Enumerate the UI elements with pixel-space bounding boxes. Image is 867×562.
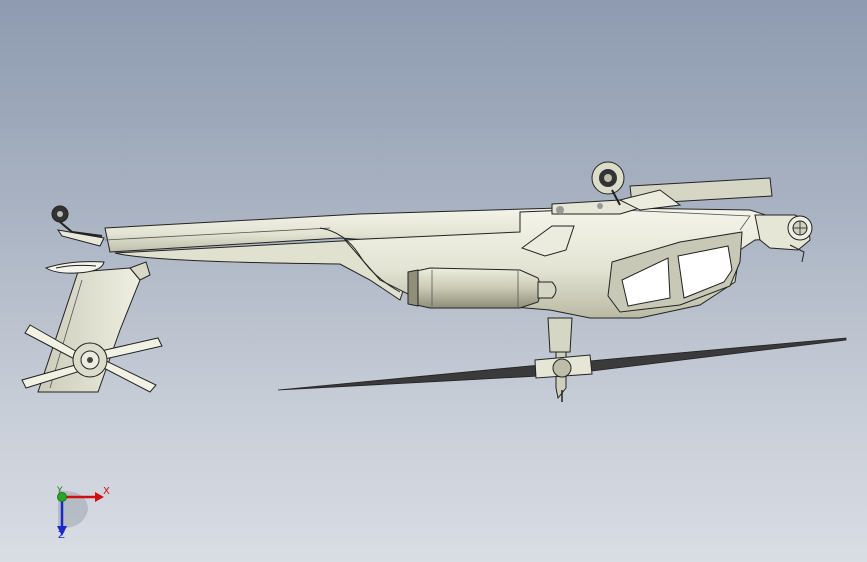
triad-y-label: Y <box>57 486 63 496</box>
engine-nacelle[interactable] <box>407 267 557 309</box>
nose-sensor[interactable] <box>754 214 813 263</box>
horizontal-stabilizer[interactable] <box>44 261 105 274</box>
tail-rotor[interactable] <box>21 324 163 393</box>
canopy[interactable] <box>607 231 743 313</box>
triad-z-label: Z <box>58 530 65 541</box>
main-rotor[interactable] <box>277 317 847 402</box>
coordinate-triad[interactable] <box>57 490 104 536</box>
rotor-mast-fairing[interactable] <box>520 199 642 257</box>
tail-wheel[interactable] <box>51 205 105 247</box>
tail-fin[interactable] <box>37 261 151 393</box>
triad-x-label: X <box>103 486 110 497</box>
landing-gear[interactable] <box>591 161 773 211</box>
